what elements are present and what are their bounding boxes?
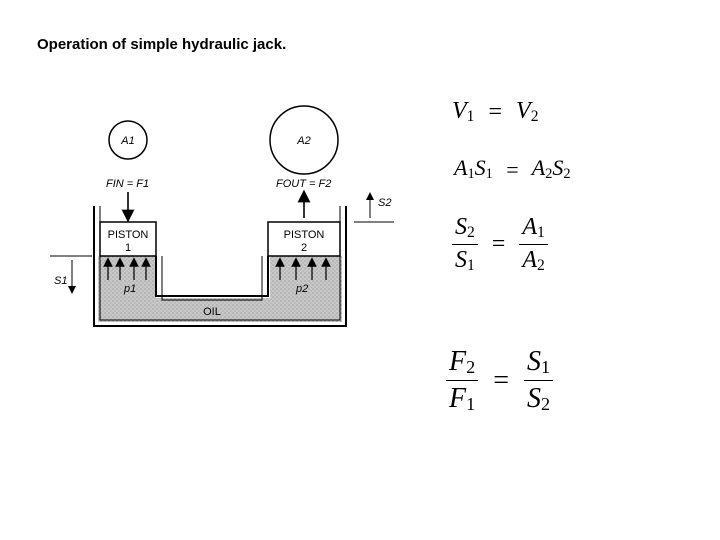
eq2-a2-sub: 2 — [545, 166, 553, 182]
equation-volume: V1 = V2 — [452, 98, 538, 126]
eq4-left-fraction: F2 F1 — [446, 346, 479, 415]
eq4-num-right-sub: 1 — [541, 357, 551, 377]
pressure-arrows-right — [275, 257, 331, 280]
area-right-label: A2 — [296, 135, 310, 147]
eq2-s1-sub: 1 — [485, 166, 493, 182]
oil-fluid — [98, 256, 342, 322]
eq4-num-left: F — [449, 346, 467, 377]
equation-stroke-ratio: S2 S1 = A1 A2 — [452, 214, 548, 275]
eq2-s1: S — [474, 155, 486, 180]
eq2-a2: A — [531, 155, 546, 180]
eq3-num-right: A — [522, 214, 538, 240]
piston-left — [99, 221, 157, 257]
equation-force-ratio: F2 F1 = S1 S2 — [446, 346, 554, 415]
eq4-num-right: S — [527, 346, 541, 377]
piston-left-label: PISTON — [108, 229, 149, 241]
page-title: Operation of simple hydraulic jack. — [37, 36, 287, 53]
eq3-left-fraction: S2 S1 — [452, 214, 478, 275]
eq3-sign: = — [491, 231, 506, 257]
pressure-arrows-left — [103, 257, 151, 280]
eq3-den-right: A — [522, 247, 538, 273]
eq1-left: V — [452, 98, 467, 124]
eq1-left-sub: 1 — [466, 108, 475, 125]
eq3-den-right-sub: 2 — [537, 257, 545, 274]
eq4-den-left: F — [449, 383, 467, 414]
displacement-right — [354, 192, 394, 223]
eq3-num-right-sub: 1 — [537, 224, 545, 241]
eq2-s2: S — [552, 155, 564, 180]
vessel-outline — [93, 206, 347, 327]
equation-area-stroke: A1S1 = A2S2 — [454, 155, 571, 183]
eq2-s2-sub: 2 — [563, 166, 571, 182]
force-in-label: FIN = F1 — [106, 178, 149, 190]
eq1-right: V — [516, 98, 531, 124]
area-circle-right — [269, 105, 339, 175]
displacement-left — [50, 255, 92, 294]
eq2-a1-sub: 1 — [467, 166, 475, 182]
eq3-right-fraction: A1 A2 — [519, 214, 548, 275]
eq4-den-right-sub: 2 — [541, 394, 551, 414]
area-left-label: A1 — [120, 135, 134, 147]
piston-left-number: 1 — [125, 242, 131, 254]
oil-label: OIL — [203, 306, 221, 318]
pressure-left-label: p1 — [123, 283, 136, 295]
eq3-den-left: S — [455, 247, 467, 273]
eq4-den-left-sub: 1 — [466, 394, 476, 414]
eq4-sign: = — [493, 364, 509, 396]
eq1-right-sub: 2 — [530, 108, 539, 125]
pressure-right-label: p2 — [295, 283, 308, 295]
piston-right — [267, 221, 341, 257]
eq2-sign: = — [506, 156, 519, 182]
piston-right-number: 2 — [301, 242, 307, 254]
eq3-num-left: S — [455, 214, 467, 240]
eq3-num-left-sub: 2 — [467, 224, 475, 241]
piston-right-label: PISTON — [284, 229, 325, 241]
eq2-a1: A — [454, 155, 468, 180]
eq1-sign: = — [488, 98, 503, 125]
eq3-den-left-sub: 1 — [467, 257, 475, 274]
area-circle-left — [108, 120, 148, 160]
displacement-right-label: S2 — [378, 197, 391, 209]
force-out-label: FOUT = F2 — [276, 178, 331, 190]
eq4-right-fraction: S1 S2 — [524, 346, 554, 415]
eq4-den-right: S — [527, 383, 541, 414]
eq4-num-left-sub: 2 — [466, 357, 476, 377]
displacement-left-label: S1 — [54, 275, 67, 287]
